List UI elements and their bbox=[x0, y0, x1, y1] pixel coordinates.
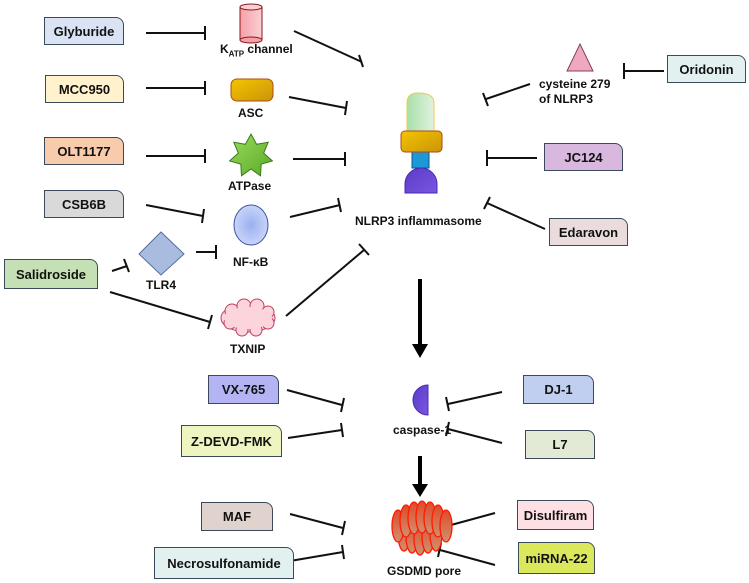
inhibit-line-dj1 bbox=[447, 391, 503, 405]
inhibit-bar bbox=[207, 314, 213, 330]
inhibitor-box-edaravon[interactable]: Edaravon bbox=[549, 218, 628, 246]
inhibitor-box-dj1[interactable]: DJ-1 bbox=[523, 375, 594, 404]
inhibit-bar bbox=[482, 92, 489, 107]
inhibitor-box-csb6b[interactable]: CSB6B bbox=[44, 190, 124, 218]
label-atpase: ATPase bbox=[228, 179, 272, 193]
txnip-cloud-icon bbox=[220, 298, 276, 337]
activation-arrow-caspase-gsdmd bbox=[412, 456, 428, 497]
inhibitor-box-zdevd-fmk[interactable]: Z-DEVD-FMK bbox=[181, 425, 282, 457]
inhibitor-box-mcc950[interactable]: MCC950 bbox=[45, 75, 124, 103]
inhibitor-box-l7[interactable]: L7 bbox=[525, 430, 595, 459]
inhibitor-box-disulfiram[interactable]: Disulfiram bbox=[517, 500, 594, 530]
asc-icon bbox=[230, 78, 274, 102]
katp-main: K bbox=[220, 42, 229, 56]
inhibit-line-nfkb bbox=[289, 204, 341, 218]
label-caspase-1: caspase-1 bbox=[393, 423, 452, 437]
inhibitor-box-necrosulfonamide[interactable]: Necrosulfonamide bbox=[154, 547, 294, 579]
inhibitor-box-olt1177[interactable]: OLT1177 bbox=[44, 137, 124, 165]
inhibit-bar bbox=[337, 197, 342, 213]
gsdmd-pore-icon bbox=[391, 500, 453, 556]
activation-arrow-nlrp3-caspase bbox=[412, 279, 428, 358]
inhibitor-box-glyburide[interactable]: Glyburide bbox=[44, 17, 124, 45]
inhibit-bar bbox=[344, 100, 348, 116]
inhibit-line-zdevd bbox=[287, 429, 343, 439]
label-tlr4: TLR4 bbox=[146, 278, 176, 292]
caspase-1-icon bbox=[412, 384, 429, 416]
inhibit-line-katp bbox=[293, 30, 363, 63]
inhibitor-box-oridonin[interactable]: Oridonin bbox=[667, 55, 746, 83]
nlrp3-inflammasome-icon bbox=[400, 92, 443, 194]
inhibit-bar bbox=[201, 208, 205, 224]
inhibitor-box-mirna22[interactable]: miRNA-22 bbox=[518, 542, 595, 574]
inhibit-bar bbox=[341, 544, 345, 560]
inhibit-line-mirna22 bbox=[439, 549, 496, 566]
inhibit-line-asc bbox=[288, 96, 347, 109]
inhibitor-box-maf[interactable]: MAF bbox=[201, 502, 273, 531]
label-gsdmd-pore: GSDMD pore bbox=[387, 564, 462, 578]
inhibitor-box-salidroside[interactable]: Salidroside bbox=[4, 259, 98, 289]
label-nlrp3-inflammasome: NLRP3 inflammasome bbox=[355, 214, 482, 228]
cysteine-triangle-icon bbox=[566, 42, 594, 72]
inhibit-bar bbox=[445, 421, 450, 437]
atpase-star-icon bbox=[228, 132, 274, 177]
katp-channel-icon bbox=[239, 3, 263, 44]
katp-rest: channel bbox=[244, 42, 293, 56]
inhibit-bar bbox=[483, 196, 491, 210]
inhibit-line-cysteine bbox=[485, 83, 531, 100]
inhibitor-box-jc124[interactable]: JC124 bbox=[544, 143, 623, 171]
katp-sub: ATP bbox=[228, 49, 245, 59]
label-txnip: TXNIP bbox=[230, 342, 266, 356]
label-cysteine-line1: cysteine 279 bbox=[539, 77, 611, 91]
inhibit-bar bbox=[340, 422, 344, 438]
inhibit-line-l7 bbox=[447, 428, 503, 444]
gsdmd-subunit bbox=[439, 509, 453, 543]
inhibit-bar bbox=[340, 397, 345, 413]
tlr4-diamond-icon bbox=[138, 231, 185, 276]
inhibit-line-vx765 bbox=[286, 389, 343, 406]
inhibit-bar bbox=[445, 396, 450, 412]
inhibit-line-salidroside-txnip bbox=[109, 291, 211, 323]
inhibit-line-salidroside-tlr4 bbox=[111, 265, 128, 272]
inhibit-bar bbox=[358, 243, 370, 256]
inhibit-line-maf bbox=[289, 513, 344, 529]
label-nfkb: NF-κB bbox=[233, 255, 269, 269]
inhibit-line-txnip bbox=[285, 249, 365, 317]
inhibitor-box-vx765[interactable]: VX-765 bbox=[208, 375, 279, 404]
inhibit-bar bbox=[358, 54, 364, 68]
label-asc: ASC bbox=[238, 106, 264, 120]
inhibit-line-csb6b bbox=[145, 204, 204, 217]
inhibit-line-necro bbox=[289, 551, 344, 562]
inhibit-bar bbox=[341, 520, 346, 536]
label-katp-channel: KATP channel bbox=[220, 42, 293, 58]
inhibit-bar bbox=[123, 258, 130, 273]
inhibit-line-edaravon bbox=[486, 202, 546, 230]
label-cysteine-line2: of NLRP3 bbox=[539, 92, 593, 106]
nfkb-icon bbox=[233, 204, 269, 246]
